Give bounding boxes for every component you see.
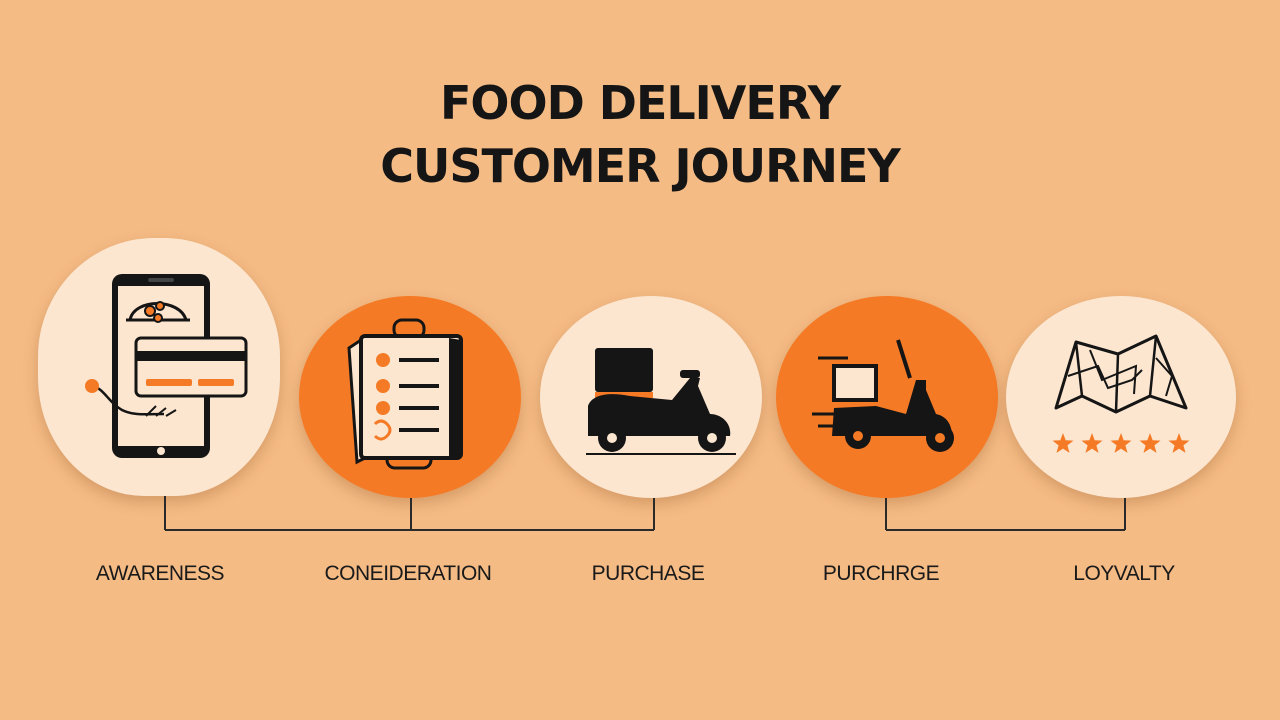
stage-label-purchrge: PURCHRGE [822, 562, 940, 585]
stage-label-loyalty: LOYVALTY [1073, 562, 1175, 585]
page-title-line-2: CUSTOMER JOURNEY [380, 139, 901, 193]
map-stars-icon [1052, 334, 1190, 453]
stage-purchase [540, 296, 762, 498]
rating-stars [1052, 433, 1190, 453]
stage-purchrge [776, 296, 998, 498]
stage-awareness [38, 238, 280, 496]
smartphone-payment-icon [85, 274, 248, 458]
stage-label-purchase: PURCHASE [591, 562, 705, 585]
star-icon [1081, 433, 1103, 453]
star-icon [1110, 433, 1132, 453]
stage-consideration [299, 296, 521, 498]
star-icon [1168, 433, 1190, 453]
stage-loyalty [1006, 296, 1236, 498]
delivery-scooter-icon [586, 348, 736, 455]
stage-label-awareness: AWARENESS [95, 562, 225, 585]
star-icon [1139, 433, 1161, 453]
menu-card-icon [347, 318, 463, 470]
fast-delivery-scooter-icon [812, 339, 954, 452]
star-icon [1052, 433, 1074, 453]
page-title-line-1: FOOD DELIVERY [439, 76, 841, 130]
stage-label-consideration: CONEIDERATION [324, 562, 492, 585]
